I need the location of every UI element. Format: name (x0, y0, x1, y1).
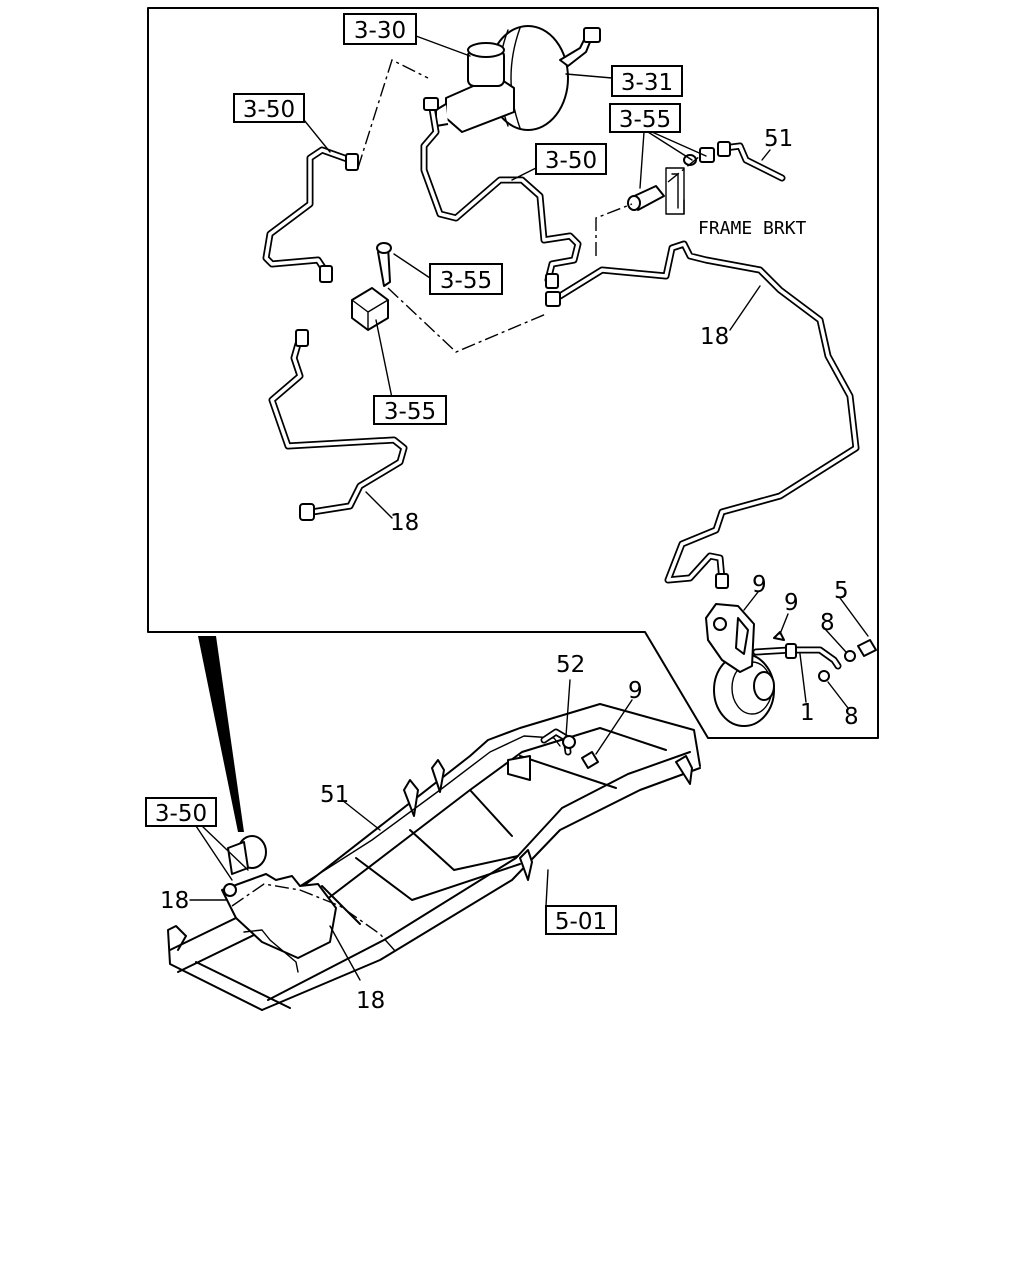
callout-3-30-label: 3-30 (354, 18, 406, 44)
callout-3-31-label: 3-31 (621, 70, 673, 96)
callout-3-50-chassis-label: 3-50 (155, 801, 207, 827)
callout-3-55-top: 3-55 (609, 103, 681, 133)
callout-3-55-middle: 3-55 (429, 263, 503, 295)
chassis-brake-line-51 (299, 735, 561, 887)
leader-lines (189, 35, 869, 981)
master-cylinder (435, 42, 515, 133)
callout-3-55-top-label: 3-55 (619, 107, 671, 133)
flow-line-a (357, 59, 429, 169)
callout-5-01: 5-01 (545, 905, 617, 935)
callout-3-50-center-label: 3-50 (545, 148, 597, 174)
brake-tube-51 (720, 142, 786, 182)
chassis-brake-line-18 (231, 883, 397, 953)
callout-3-55-lower: 3-55 (373, 395, 447, 425)
detail-pointer-arrow (198, 636, 244, 832)
callout-3-50-left: 3-50 (233, 93, 305, 123)
part-label-9-chassis: 9 (628, 678, 643, 704)
brake-tube-master-to-rear (420, 104, 582, 284)
callout-5-01-label: 5-01 (555, 909, 607, 935)
part-label-51-chassis: 51 (320, 782, 349, 808)
part-label-52: 52 (556, 652, 585, 678)
chassis-frame (167, 703, 701, 1011)
washers-and-bolt (818, 639, 877, 682)
part-label-18-chassis-bottom: 18 (356, 988, 385, 1014)
callout-3-50-chassis: 3-50 (145, 797, 217, 827)
callout-3-30: 3-30 (343, 13, 417, 45)
flexible-hose-1 (752, 643, 842, 670)
flow-line-d (667, 155, 701, 183)
frame-bracket-union (627, 167, 685, 215)
three-way-connector (351, 242, 392, 331)
flow-line-b (387, 287, 547, 353)
callout-3-50-left-label: 3-50 (243, 97, 295, 123)
callout-3-55-middle-label: 3-55 (440, 268, 492, 294)
brake-tube-left-upper (262, 146, 354, 276)
brake-tube-left-front (268, 340, 408, 516)
chassis-hose-52 (540, 728, 576, 756)
part-label-8-lower: 8 (844, 704, 859, 730)
part-label-1: 1 (800, 700, 815, 726)
chassis-brake-line-18b (243, 929, 299, 973)
brake-tube-right-long (556, 240, 860, 584)
flow-line-c (595, 203, 633, 256)
part-label-18-left: 18 (390, 510, 419, 536)
part-label-5: 5 (834, 578, 849, 604)
part-label-18-chassis-left: 18 (160, 888, 189, 914)
callout-3-31: 3-31 (611, 65, 683, 97)
frame-bracket-note: FRAME BRKT (698, 218, 807, 239)
front-brake-assembly (705, 603, 785, 727)
tube-fittings (295, 97, 731, 589)
part-label-8-upper: 8 (820, 610, 835, 636)
part-label-18-right: 18 (700, 324, 729, 350)
callout-3-55-lower-label: 3-55 (384, 399, 436, 425)
part-label-51-top: 51 (764, 126, 793, 152)
part-label-9-lower: 9 (784, 590, 799, 616)
part-label-9-upper: 9 (752, 572, 767, 598)
detail-inset-frame (147, 7, 879, 739)
chassis-clip-9 (581, 751, 599, 769)
callout-3-50-center: 3-50 (535, 143, 607, 175)
